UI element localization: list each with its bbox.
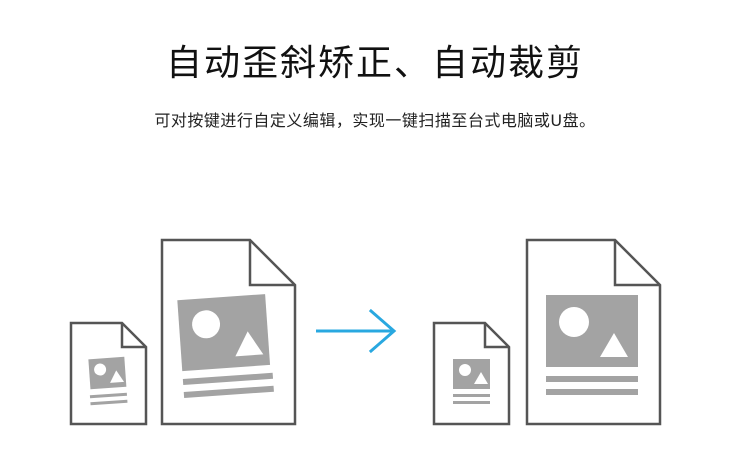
skewed-content-large — [177, 294, 274, 398]
document-fold — [483, 323, 509, 349]
page-title: 自动歪斜矫正、自动裁剪 — [165, 43, 584, 84]
image-triangle — [474, 372, 488, 384]
skewed-content-small — [88, 356, 128, 406]
text-line — [182, 372, 274, 386]
text-line — [546, 376, 638, 382]
image-triangle — [600, 333, 628, 357]
image-placeholder-icon — [88, 356, 127, 390]
text-line — [89, 392, 128, 399]
text-line — [90, 399, 128, 406]
text-line — [183, 385, 274, 398]
image-placeholder-icon — [453, 359, 490, 389]
image-circle — [94, 363, 107, 376]
image-triangle — [110, 370, 125, 383]
small-document-after — [432, 321, 511, 426]
page-subtitle: 可对按键进行自定义编辑，实现一键扫描至台式电脑或U盘。 — [154, 111, 596, 130]
document-fold — [120, 323, 146, 349]
text-line — [546, 389, 638, 395]
document-fold — [248, 240, 295, 287]
large-document-before — [160, 238, 297, 426]
image-placeholder-icon — [177, 294, 271, 372]
text-line — [453, 401, 490, 404]
image-triangle — [235, 331, 264, 357]
arrow-right-icon — [316, 308, 397, 354]
image-circle — [559, 307, 589, 337]
small-document-before — [69, 321, 148, 426]
image-circle — [192, 310, 221, 339]
image-circle — [459, 364, 471, 376]
text-line — [453, 394, 490, 397]
document-fold — [613, 240, 660, 287]
large-document-after — [525, 238, 662, 426]
